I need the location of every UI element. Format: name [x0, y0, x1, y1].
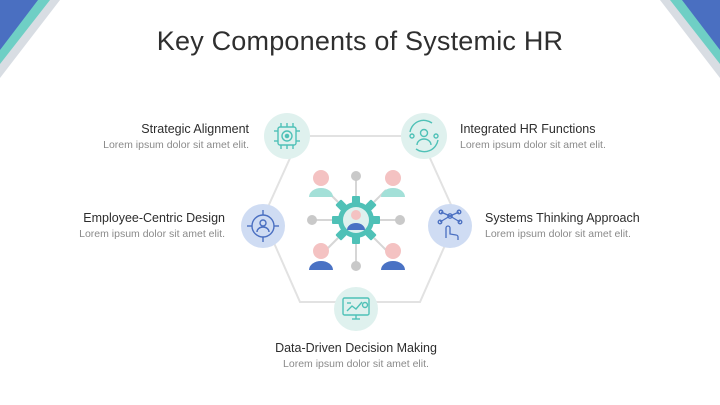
component-heading: Strategic Alignment	[141, 122, 249, 136]
component-description: Lorem ipsum dolor sit amet elit.	[485, 228, 631, 240]
component-description: Lorem ipsum dolor sit amet elit.	[283, 358, 429, 370]
team-cycle-icon	[401, 113, 447, 159]
monitor-chart-icon	[334, 287, 378, 331]
component-description: Lorem ipsum dolor sit amet elit.	[79, 228, 225, 240]
component-description: Lorem ipsum dolor sit amet elit.	[460, 139, 606, 151]
avatar-bottom-right	[381, 243, 405, 270]
component-employee-centric-design: Employee-Centric Design Lorem ipsum dolo…	[0, 210, 225, 242]
component-integrated-hr-functions: Integrated HR Functions Lorem ipsum dolo…	[460, 121, 690, 153]
network-nodes	[307, 171, 405, 271]
target-person-icon	[241, 204, 285, 248]
network-hand-icon	[428, 204, 472, 248]
component-heading: Integrated HR Functions	[460, 122, 596, 136]
corner-decor-right-blue	[682, 0, 720, 50]
avatar-bottom-left	[309, 243, 333, 270]
component-heading: Systems Thinking Approach	[485, 211, 640, 225]
center-gear-icon	[332, 196, 380, 244]
avatar-top-left	[309, 170, 333, 197]
component-data-driven-decision-making: Data-Driven Decision Making Lorem ipsum …	[241, 340, 471, 372]
corner-decor-left-blue	[0, 0, 38, 50]
avatar-top-right	[381, 170, 405, 197]
component-strategic-alignment: Strategic Alignment Lorem ipsum dolor si…	[19, 121, 249, 153]
target-chip-icon	[264, 113, 310, 159]
component-description: Lorem ipsum dolor sit amet elit.	[103, 139, 249, 151]
component-systems-thinking-approach: Systems Thinking Approach Lorem ipsum do…	[485, 210, 715, 242]
page-title: Key Components of Systemic HR	[156, 26, 564, 56]
component-heading: Employee-Centric Design	[83, 211, 225, 225]
component-heading: Data-Driven Decision Making	[275, 341, 437, 355]
